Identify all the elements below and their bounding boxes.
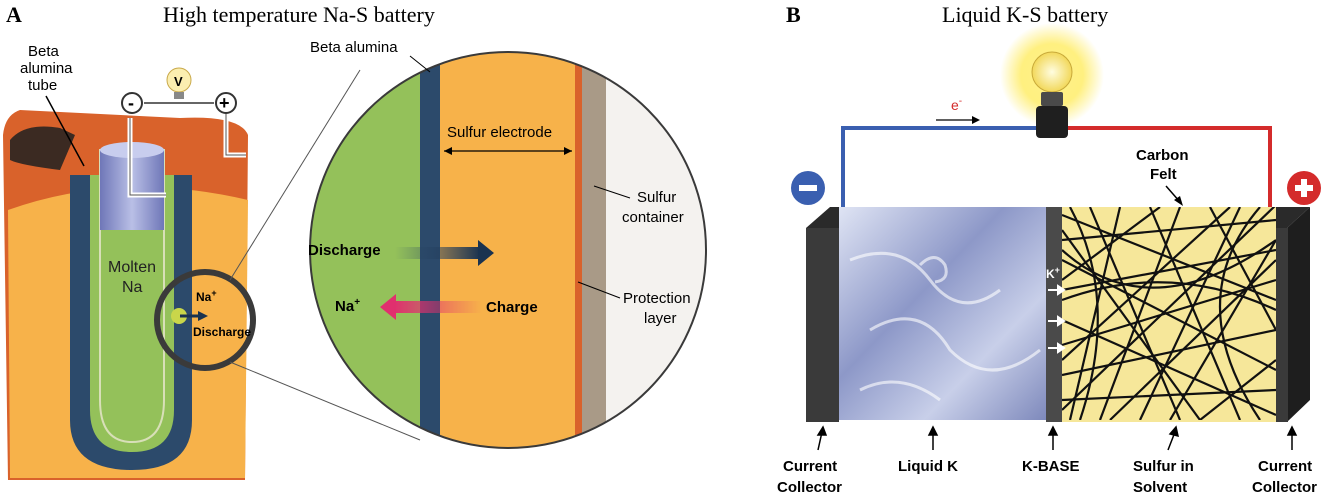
sulfur-electrode-label: Sulfur electrode bbox=[447, 124, 552, 141]
current-collector-left-2: Collector bbox=[777, 479, 842, 496]
k-base-label: K-BASE bbox=[1022, 458, 1080, 475]
electron-sup: - bbox=[959, 96, 962, 107]
molten-label-1: Molten bbox=[108, 259, 156, 276]
molten-label-2: Na bbox=[122, 279, 143, 296]
k-ion-sup: + bbox=[1055, 265, 1060, 275]
tube-leader bbox=[45, 95, 85, 167]
light-bulb-icon bbox=[1031, 51, 1073, 93]
svg-text:Na+: Na+ bbox=[196, 288, 217, 304]
panel-b-title: Liquid K-S battery bbox=[942, 2, 1108, 27]
sulfur-container-label-1: Sulfur bbox=[637, 189, 676, 206]
discharge-label: Discharge bbox=[308, 242, 381, 259]
charge-label: Charge bbox=[486, 299, 538, 316]
k-ion-label: K bbox=[1046, 267, 1055, 281]
tube-label-1: Beta bbox=[28, 43, 60, 60]
na-ion-sup: + bbox=[211, 288, 216, 298]
plus-sign: + bbox=[219, 93, 230, 113]
sulfur-solvent-label-1: Sulfur in bbox=[1133, 458, 1194, 475]
na-left-label: Na bbox=[335, 298, 355, 315]
tube-label-2: alumina bbox=[20, 60, 73, 77]
charge-arrow bbox=[394, 301, 482, 313]
minus-terminal-icon bbox=[121, 92, 143, 114]
voltmeter-label: V bbox=[174, 74, 183, 89]
k-s-cell bbox=[806, 207, 1310, 422]
sulfur-container-label-2: container bbox=[622, 209, 684, 226]
small-arrow-icon bbox=[198, 311, 208, 321]
discharge-small-label: Discharge bbox=[193, 325, 251, 339]
svg-text:Na+: Na+ bbox=[335, 297, 360, 315]
svg-text:K+: K+ bbox=[1046, 265, 1060, 281]
carbon-felt-label-1: Carbon bbox=[1136, 147, 1189, 164]
discharge-arrow bbox=[395, 247, 480, 259]
svg-text:e-: e- bbox=[951, 96, 962, 113]
current-collector-left-1: Current bbox=[783, 458, 837, 475]
k-ion-arrows bbox=[1048, 284, 1066, 354]
panel-a-letter: A bbox=[6, 2, 22, 27]
plus-terminal-icon bbox=[215, 92, 237, 114]
current-collector-right-1: Current bbox=[1258, 458, 1312, 475]
beta-alumina-label: Beta alumina bbox=[310, 39, 398, 56]
protection-label-2: layer bbox=[644, 310, 677, 327]
na-left-sup: + bbox=[354, 297, 360, 308]
magnifier-circle bbox=[154, 269, 256, 371]
na-ion-label: Na bbox=[196, 290, 212, 304]
bottom-pointers bbox=[816, 425, 1298, 451]
sulfur-solvent-label-2: Solvent bbox=[1133, 479, 1187, 496]
current-collector-right-2: Collector bbox=[1252, 479, 1317, 496]
negative-wire bbox=[841, 126, 1036, 225]
tube-label-3: tube bbox=[28, 77, 57, 94]
carbon-felt-label-2: Felt bbox=[1150, 166, 1177, 183]
protection-label-1: Protection bbox=[623, 290, 691, 307]
panel-b-letter: B bbox=[786, 2, 801, 27]
minus-sign: - bbox=[128, 93, 134, 113]
panel-a-title: High temperature Na-S battery bbox=[163, 2, 435, 27]
liquid-k-label: Liquid K bbox=[898, 458, 958, 475]
na-ion-icon bbox=[171, 308, 187, 324]
positive-wire bbox=[1068, 126, 1272, 225]
electron-label: e bbox=[951, 97, 959, 113]
bulb-socket bbox=[1036, 106, 1068, 138]
